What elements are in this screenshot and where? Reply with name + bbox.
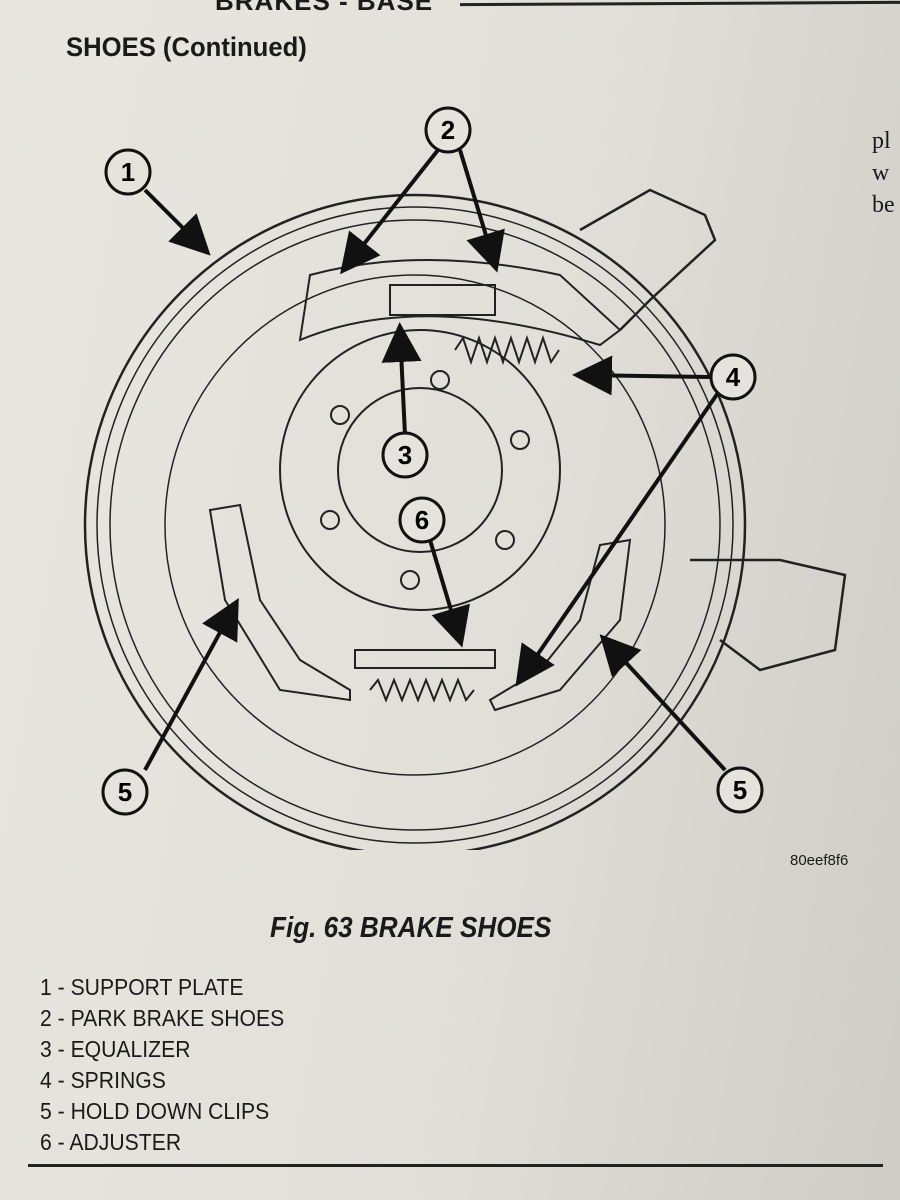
svg-text:1: 1 (121, 157, 135, 187)
svg-text:5: 5 (733, 775, 747, 805)
legend-item: 6 - ADJUSTER (40, 1129, 182, 1155)
figure-legend: 1 - SUPPORT PLATE 2 - PARK BRAKE SHOES 3… (40, 972, 284, 1158)
hub (279, 284, 561, 611)
callout-3: 3 (381, 431, 429, 479)
callout-6: 6 (398, 496, 446, 544)
side-text: w (872, 160, 890, 186)
legend-item: 5 - HOLD DOWN CLIPS (40, 1098, 270, 1124)
brake-shoes (208, 259, 632, 712)
legend-item: 1 - SUPPORT PLATE (40, 974, 244, 1000)
header-rule (459, 0, 900, 7)
legend-item: 3 - EQUALIZER (40, 1036, 191, 1062)
side-text: be (872, 192, 895, 218)
svg-text:5: 5 (118, 777, 132, 807)
legend-item: 4 - SPRINGS (40, 1067, 166, 1093)
figure-caption: Fig. 63 BRAKE SHOES (270, 912, 552, 944)
legend-item: 2 - PARK BRAKE SHOES (40, 1005, 285, 1031)
section-header: BRAKES - BASE (215, 0, 434, 16)
section-rule (28, 1164, 883, 1167)
springs (354, 334, 560, 703)
page-title: SHOES (Continued) (66, 32, 307, 62)
callout-5-left: 5 (101, 768, 149, 816)
callout-4: 4 (709, 353, 757, 401)
svg-text:6: 6 (415, 505, 429, 535)
support-plate (83, 188, 847, 850)
svg-text:3: 3 (398, 440, 412, 470)
brake-shoes-diagram: 1 2 3 4 6 5 5 (83, 106, 847, 850)
callout-5-right: 5 (716, 766, 764, 814)
svg-text:2: 2 (441, 115, 455, 145)
callout-2: 2 (424, 106, 472, 154)
callout-arrows (143, 148, 727, 772)
side-text: pl (872, 128, 891, 154)
svg-text:4: 4 (726, 362, 741, 392)
callout-1: 1 (104, 148, 152, 196)
figure-id: 80eef8f6 (790, 852, 849, 869)
